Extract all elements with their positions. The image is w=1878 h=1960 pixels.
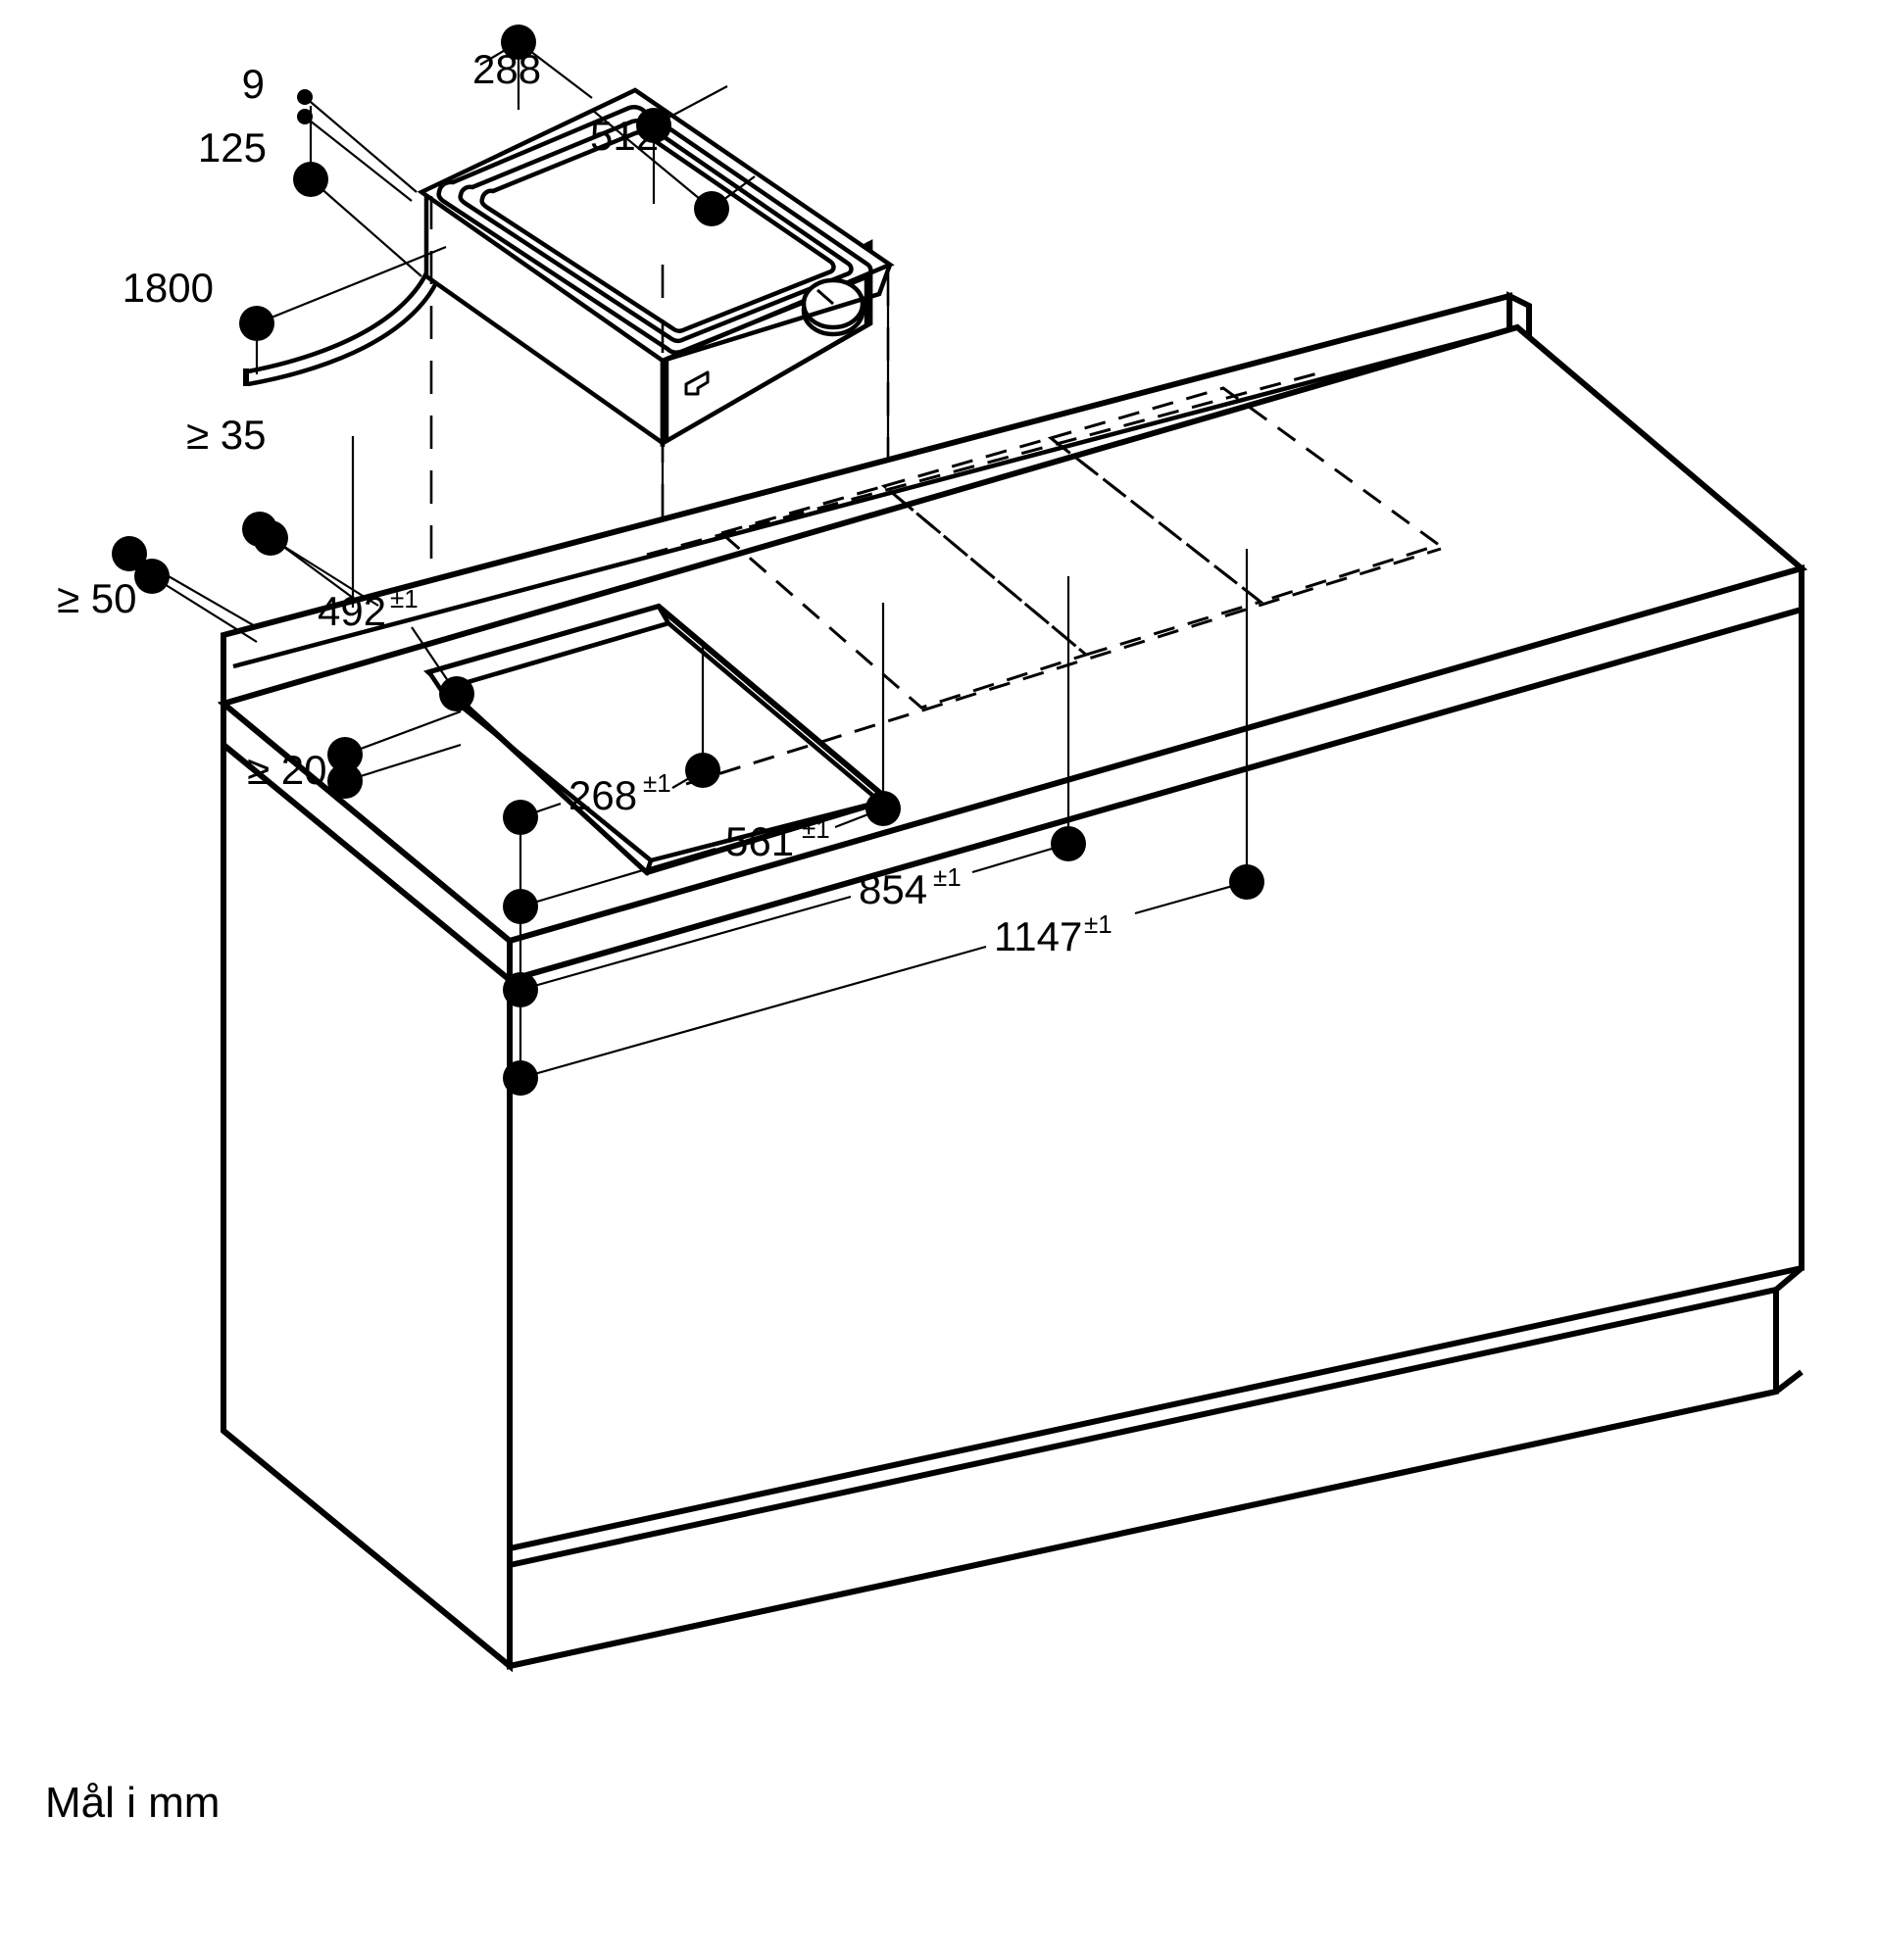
appliance-flange-ring-1 — [436, 104, 873, 355]
dimension-min20: ≥ 20 — [247, 710, 462, 799]
housing-vent-icon — [684, 370, 710, 396]
dimension-561: 561 ±1 — [503, 603, 901, 924]
dim-label-492: 492 — [318, 588, 386, 634]
dimension-512: 512 — [518, 41, 756, 226]
plinth-bottom-edge — [509, 1389, 1777, 1669]
appliance-griddle-surface — [479, 129, 836, 334]
dim-label-1147-tolerance: ±1 — [1084, 909, 1112, 939]
dim-label-288: 288 — [472, 46, 541, 92]
dim-label-125: 125 — [198, 124, 267, 171]
plinth-top-edge — [509, 1287, 1777, 1568]
hidden-module-2 — [880, 436, 1264, 657]
units-caption: Mål i mm — [45, 1779, 220, 1827]
dimension-854: 854 ±1 — [503, 576, 1086, 1007]
dimension-1800: 1800 — [123, 245, 447, 374]
dim-label-35: ≥ 35 — [186, 412, 266, 458]
appliance-module — [243, 87, 895, 448]
appliance-flange-ring-2 — [458, 118, 854, 344]
dimension-125: 125 — [198, 106, 422, 277]
dim-label-512: 512 — [590, 113, 659, 159]
dimension-min50: ≥ 50 — [57, 536, 258, 643]
plinth-step-right-2 — [1774, 1369, 1804, 1395]
dim-label-268: 268 — [568, 772, 637, 818]
dimension-min35: ≥ 35 — [186, 412, 355, 608]
cabinet-left-floor-edge — [222, 1428, 512, 1669]
dim-label-492-tolerance: ±1 — [390, 584, 419, 613]
control-knob[interactable] — [801, 277, 865, 337]
dim-label-561: 561 — [725, 818, 794, 864]
backsplash-top-edge — [222, 293, 1510, 638]
dim-label-1147: 1147 — [994, 913, 1082, 959]
dim-label-854: 854 — [859, 866, 927, 912]
dimension-288: 288 — [472, 24, 728, 204]
dimension-268: 268 ±1 — [503, 647, 720, 1093]
dim-label-20: ≥ 20 — [247, 747, 326, 793]
dim-label-50: ≥ 50 — [57, 575, 136, 621]
hidden-module-3 — [1047, 386, 1443, 604]
hidden-module-outlines — [646, 370, 1443, 786]
backsplash-inner-edge — [232, 324, 1518, 669]
dimension-1147: 1147 ±1 — [503, 549, 1264, 1096]
dim-label-561-tolerance: ±1 — [802, 814, 830, 844]
hidden-back-edge — [646, 370, 1322, 557]
cabinet-assembly — [217, 291, 1808, 1673]
power-cable — [243, 227, 449, 387]
hidden-front-edge — [685, 547, 1442, 786]
dim-label-854-tolerance: ±1 — [933, 862, 962, 892]
dim-label-9: 9 — [242, 61, 265, 107]
dim-label-1800: 1800 — [123, 265, 214, 311]
dimension-9: 9 — [242, 61, 418, 202]
dim-dot-288a — [636, 108, 671, 143]
plinth-step-right — [1774, 1265, 1804, 1293]
dim-label-268-tolerance: ±1 — [643, 768, 671, 798]
hidden-module-1 — [717, 484, 1090, 710]
dimension-492: 492 ±1 — [253, 520, 474, 711]
